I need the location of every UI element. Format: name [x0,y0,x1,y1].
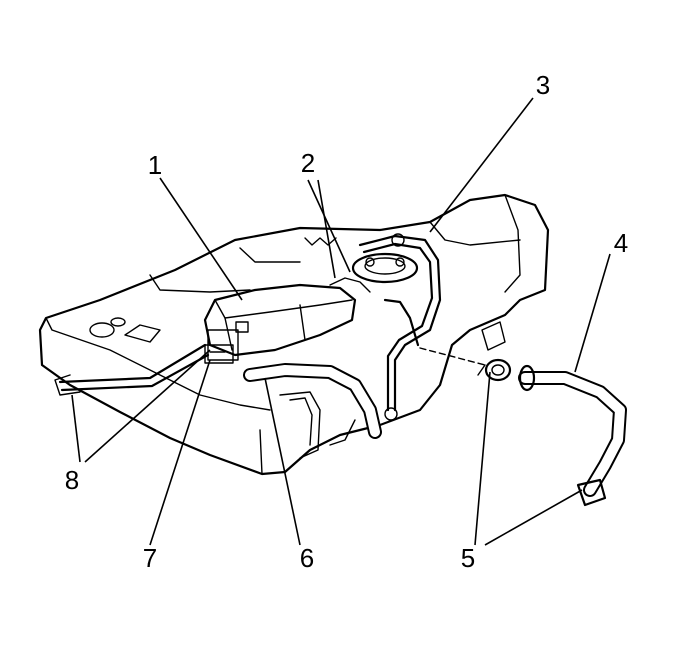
connectors [54,343,234,396]
callout-3: 3 [535,70,551,100]
evap-canister [203,283,357,361]
fuel-pump-module [329,252,419,293]
callout-1: 1 [147,150,163,180]
callout-leaders [71,97,611,546]
fuel-lines [358,233,442,421]
filler-pipe [518,364,627,507]
callout-6: 6 [299,543,315,573]
hose-clamps [419,347,512,382]
callout-7: 7 [142,543,158,573]
callout-8: 8 [64,465,80,495]
callout-5: 5 [460,543,476,573]
vent-tube [243,363,382,439]
callout-4: 4 [613,228,629,258]
callout-2: 2 [300,148,316,178]
